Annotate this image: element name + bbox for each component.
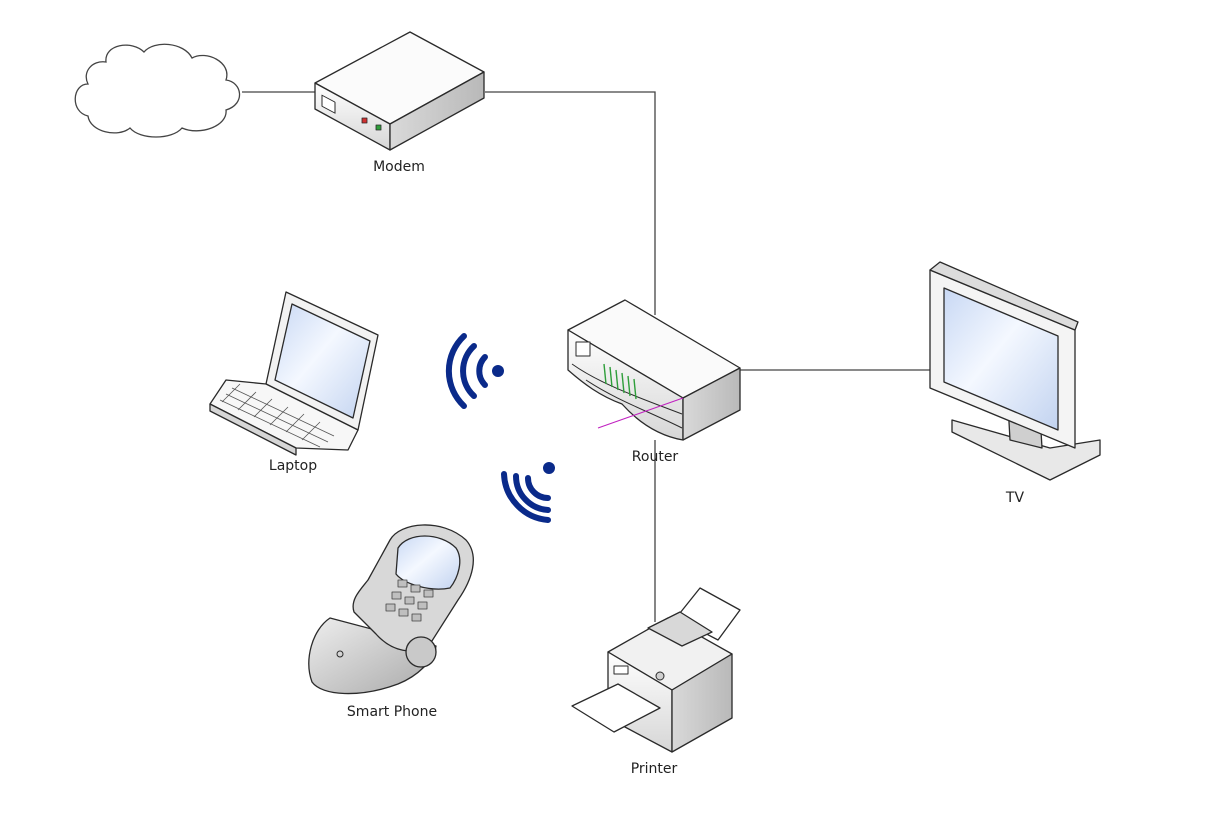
wifi-phone-icon: [501, 462, 555, 523]
printer-label: Printer: [630, 761, 678, 777]
smartphone-icon: [308, 524, 474, 695]
modem-label: Modem: [373, 159, 425, 175]
printer-icon: [571, 587, 741, 753]
wifi-laptop-icon: [445, 333, 504, 409]
modem-icon: [314, 31, 485, 151]
wire-modem-router: [485, 91, 656, 315]
tv-icon: [929, 261, 1101, 481]
router-label: Router: [631, 449, 679, 465]
smartphone-label: Smart Phone: [346, 704, 438, 720]
tv-label: TV: [1005, 490, 1025, 506]
cloud-icon: [74, 43, 241, 138]
connections: [242, 91, 930, 622]
router-icon: [567, 299, 741, 441]
phone-keypad: [385, 579, 434, 622]
laptop-label: Laptop: [268, 458, 318, 474]
router-leds: [603, 363, 637, 400]
laptop-icon: [209, 291, 379, 456]
laptop-keyboard: [219, 383, 335, 448]
